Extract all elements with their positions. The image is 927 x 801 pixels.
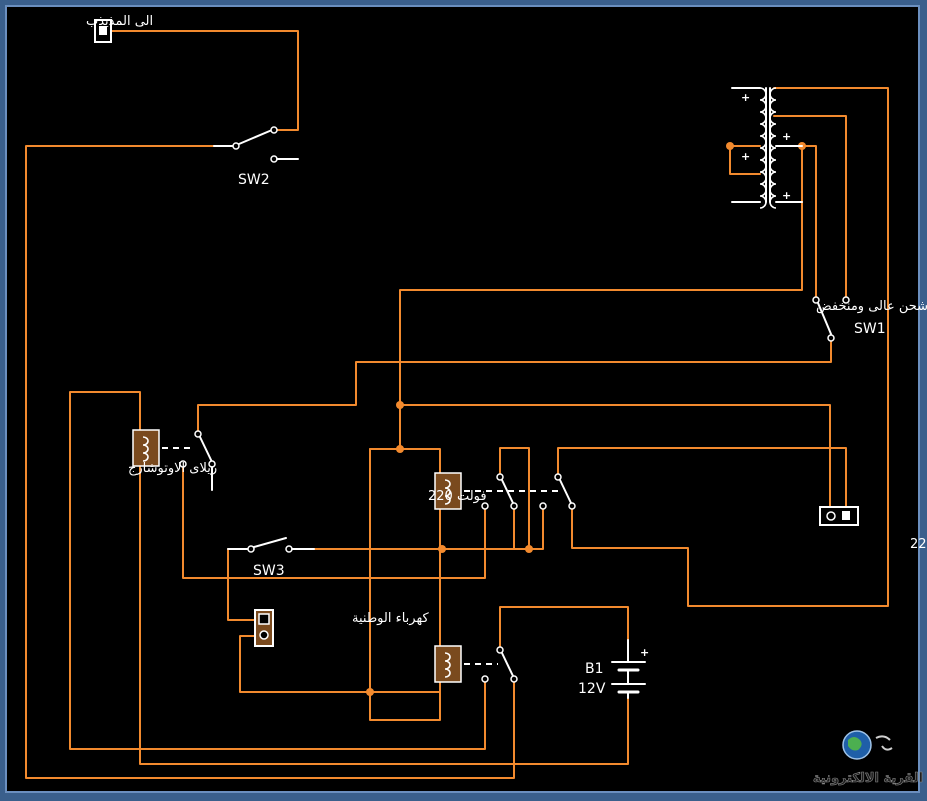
junction-dot [726, 142, 734, 150]
transformer: + + + + [731, 87, 803, 209]
svg-text:+: + [782, 189, 791, 202]
junction-dot [366, 688, 374, 696]
wire-sw3-left [227, 548, 257, 621]
junction-dots [366, 142, 806, 696]
inverter-output-connector [819, 506, 859, 526]
wire-mains-bottom [239, 635, 441, 693]
sw3-label: SW3 [253, 563, 285, 579]
relay-220v [434, 472, 576, 510]
auto-charge-relay [132, 429, 216, 491]
schematic-frame [5, 5, 920, 793]
junction-dot [396, 445, 404, 453]
sw3-switch [227, 537, 315, 553]
junction-dot [525, 545, 533, 553]
sw2-label: SW2 [238, 172, 270, 188]
wire-r220-top [369, 448, 441, 474]
junction-dot [396, 401, 404, 409]
wire-to-inverter-2 [557, 447, 847, 509]
wire-ac-coil-bottom [139, 465, 629, 765]
svg-text:+: + [741, 150, 750, 163]
auto-charge-relay-label: ريلاى الاوتوشارج [128, 461, 217, 476]
wire-tx-center-left [729, 145, 761, 175]
wire-r220-left [369, 448, 441, 721]
sw1-switch [812, 296, 850, 342]
wire-sw1-common [197, 339, 832, 434]
sw2-switch [213, 126, 299, 163]
sw1-label: SW1 [854, 321, 886, 337]
mains-connector [254, 609, 274, 647]
svg-text:القرية الالكترونية: القرية الالكترونية [813, 771, 923, 786]
svg-text:+: + [782, 130, 791, 143]
wire-tx-mid-down [399, 145, 803, 450]
svg-text:+: + [741, 91, 750, 104]
battery-name-label: B1 [585, 661, 604, 677]
wire-tx-top [571, 87, 889, 607]
heater-output-label: الى المذيذب [86, 14, 153, 29]
wire-ac-contact [182, 465, 486, 579]
svg-text:+: + [640, 646, 649, 659]
wire-sw2-left-loop [25, 145, 515, 779]
junction-dot [438, 545, 446, 553]
wire-r220-sw-top [499, 447, 530, 550]
wire-heater-sw2 [109, 30, 299, 131]
charge-high-low-label: شحن عالى ومنخفض [816, 299, 927, 314]
wires [25, 30, 889, 779]
battery-voltage-label: 12V [578, 681, 606, 697]
mains-label: كهرباء الوطنية [352, 611, 429, 626]
inverter-output-label: فولت خرج الانفيرتر 220 [910, 537, 927, 552]
battery-relay [434, 645, 518, 683]
wire-tx-tap1 [773, 115, 847, 299]
wire-battery-top [499, 606, 629, 650]
wire-to-inverter-1 [399, 404, 831, 509]
relay-220v-label: فولت 220 [428, 489, 487, 504]
logo: القرية الالكترونية [813, 730, 923, 786]
wire-tx-mid [801, 145, 817, 299]
heater-connector [94, 19, 112, 43]
battery-b1: + [611, 639, 649, 699]
wire-ac-coil-top [69, 391, 486, 750]
